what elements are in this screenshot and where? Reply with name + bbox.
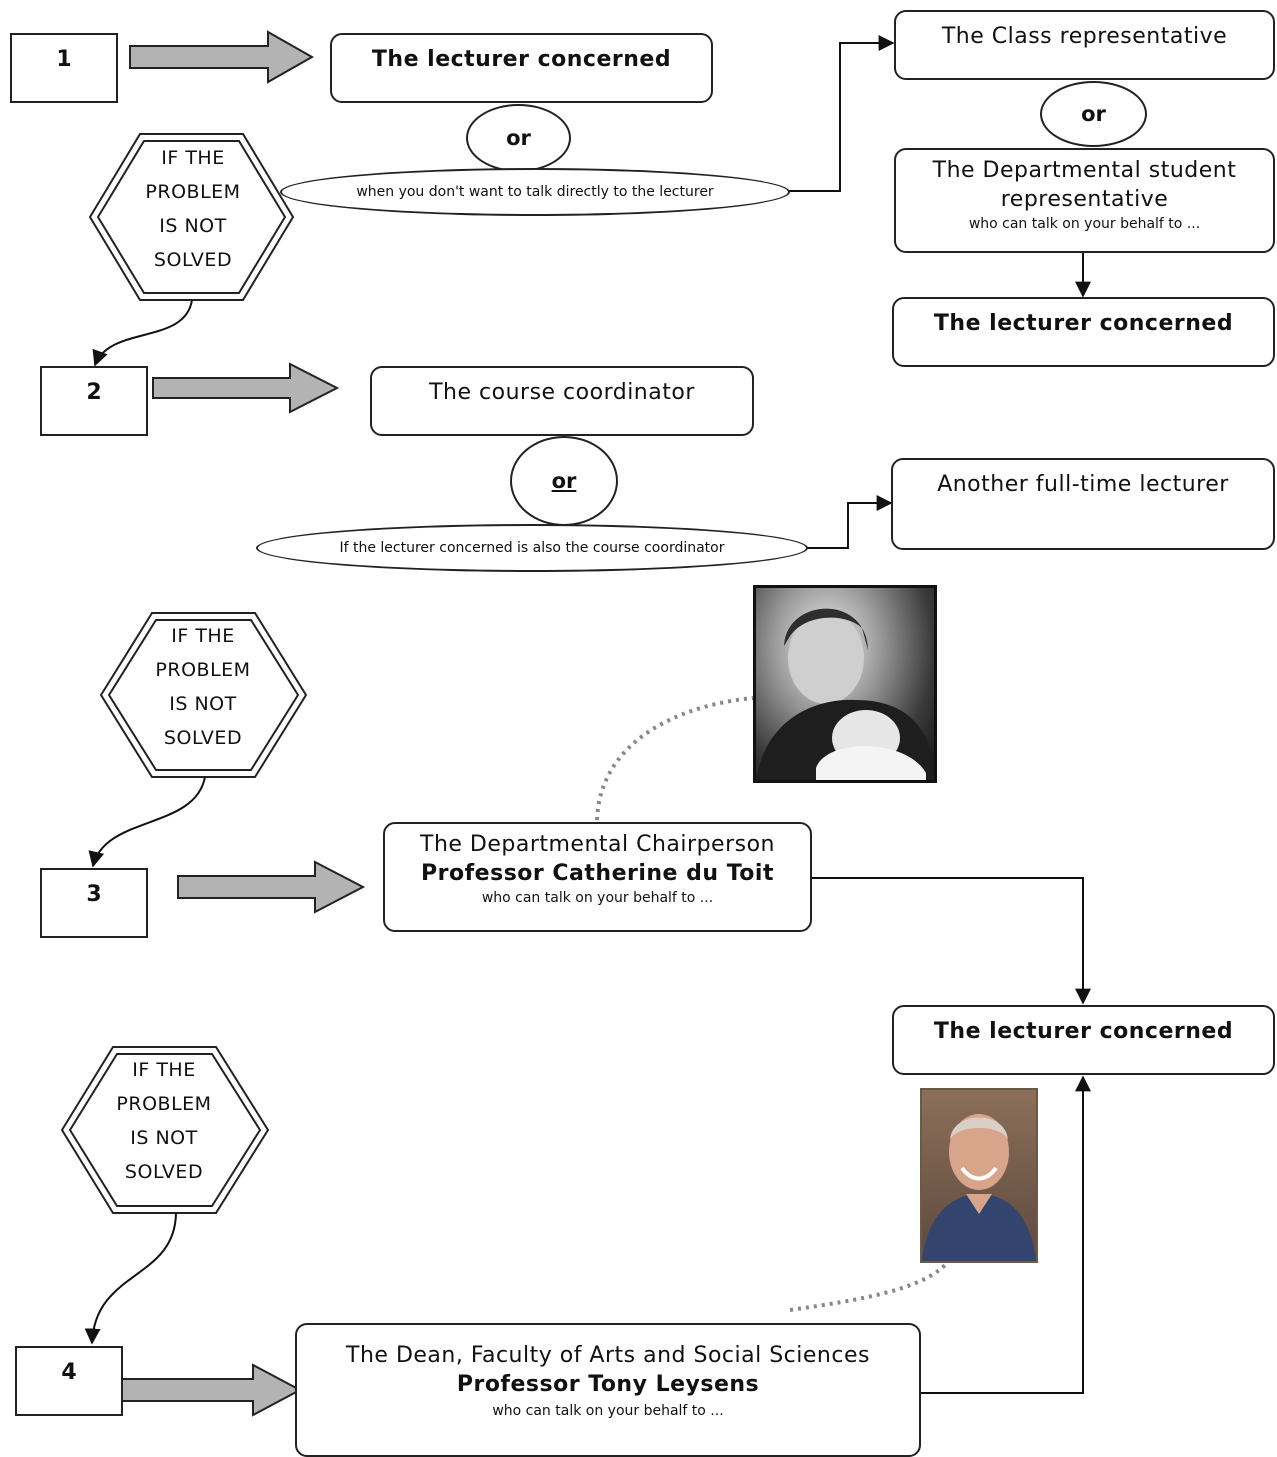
- dean-box: The Dean, Faculty of Arts and Social Sci…: [295, 1323, 921, 1457]
- hexagon-1-text: IF THE PROBLEM IS NOT SOLVED: [118, 141, 268, 277]
- hexagon-3-line1: IF THE: [132, 1059, 196, 1081]
- another-lecturer-box: Another full-time lecturer: [891, 458, 1275, 550]
- class-rep-box: The Class representative: [894, 10, 1275, 80]
- step1-condition-ellipse: when you don't want to talk directly to …: [280, 168, 790, 216]
- chairperson-note: who can talk on your behalf to ...: [481, 890, 714, 906]
- step2-condition-label: If the lecturer concerned is also the co…: [339, 540, 725, 556]
- step-1-box: 1: [10, 33, 118, 103]
- step1-or-circle: or: [466, 104, 571, 172]
- course-coordinator-box: The course coordinator: [370, 366, 754, 436]
- hexagon-2-text: IF THE PROBLEM IS NOT SOLVED: [128, 619, 278, 755]
- hexagon-1-line1: IF THE: [161, 147, 225, 169]
- hexagon-3-text: IF THE PROBLEM IS NOT SOLVED: [89, 1053, 239, 1189]
- step-1-label: 1: [56, 47, 72, 72]
- step2-or-label: or: [551, 469, 577, 493]
- step4-arrow-icon: [115, 1363, 303, 1417]
- hexagon-1-line3: IS NOT: [159, 215, 227, 237]
- step-4-box: 4: [15, 1346, 123, 1416]
- dept-rep-line2: representative: [1000, 187, 1169, 212]
- hexagon-3-shape: [60, 1046, 270, 1214]
- step1-lecturer-label: The lecturer concerned: [371, 47, 672, 72]
- step1-lecturer-box: The lecturer concerned: [330, 33, 713, 103]
- step3-arrow-icon: [177, 860, 366, 914]
- step1-final-lecturer-label: The lecturer concerned: [933, 311, 1234, 336]
- step-3-label: 3: [86, 882, 102, 907]
- hexagon-2-shape: [99, 612, 308, 778]
- hexagon-2-line2: PROBLEM: [155, 659, 251, 681]
- hexagon-1-shape: [88, 133, 295, 301]
- hexagon-1-line4: SOLVED: [153, 249, 233, 271]
- hexagon-2-line3: IS NOT: [169, 693, 237, 715]
- another-lecturer-label: Another full-time lecturer: [937, 472, 1229, 497]
- step1-alt-or-circle: or: [1040, 81, 1147, 147]
- final-lecturer-box: The lecturer concerned: [892, 1005, 1275, 1075]
- step2-or-circle: or: [510, 436, 618, 526]
- step1-final-lecturer-box: The lecturer concerned: [892, 297, 1275, 367]
- dean-photo: [920, 1088, 1038, 1263]
- chairperson-title: The Departmental Chairperson: [420, 832, 775, 857]
- step2-condition-ellipse: If the lecturer concerned is also the co…: [256, 524, 808, 572]
- step-4-label: 4: [61, 1360, 77, 1385]
- dean-title: The Dean, Faculty of Arts and Social Sci…: [346, 1343, 870, 1368]
- dept-rep-note: who can talk on your behalf to ...: [968, 216, 1201, 232]
- chairperson-box: The Departmental Chairperson Professor C…: [383, 822, 812, 932]
- final-lecturer-label: The lecturer concerned: [933, 1019, 1234, 1044]
- step1-arrow-icon: [129, 30, 315, 84]
- course-coordinator-label: The course coordinator: [429, 380, 695, 405]
- step2-arrow-icon: [152, 362, 340, 414]
- class-rep-label: The Class representative: [941, 24, 1228, 49]
- hexagon-3-line4: SOLVED: [124, 1161, 204, 1183]
- step-2-box: 2: [40, 366, 148, 436]
- chairperson-name: Professor Catherine du Toit: [421, 861, 774, 886]
- step1-or-label: or: [506, 126, 531, 150]
- hexagon-3-line2: PROBLEM: [116, 1093, 212, 1115]
- dean-note: who can talk on your behalf to ...: [492, 1403, 724, 1419]
- dean-name: Professor Tony Leysens: [456, 1372, 760, 1397]
- chairperson-photo: [753, 585, 937, 783]
- step-3-box: 3: [40, 868, 148, 938]
- hexagon-2-line4: SOLVED: [163, 727, 243, 749]
- hexagon-2-line1: IF THE: [171, 625, 235, 647]
- hexagon-1-line2: PROBLEM: [145, 181, 241, 203]
- dept-rep-box: The Departmental student representative …: [894, 148, 1275, 253]
- dept-rep-line1: The Departmental student: [932, 158, 1237, 183]
- step1-condition-label: when you don't want to talk directly to …: [356, 184, 714, 200]
- step1-alt-or-label: or: [1081, 102, 1106, 126]
- hexagon-3-line3: IS NOT: [130, 1127, 198, 1149]
- step-2-label: 2: [86, 380, 102, 405]
